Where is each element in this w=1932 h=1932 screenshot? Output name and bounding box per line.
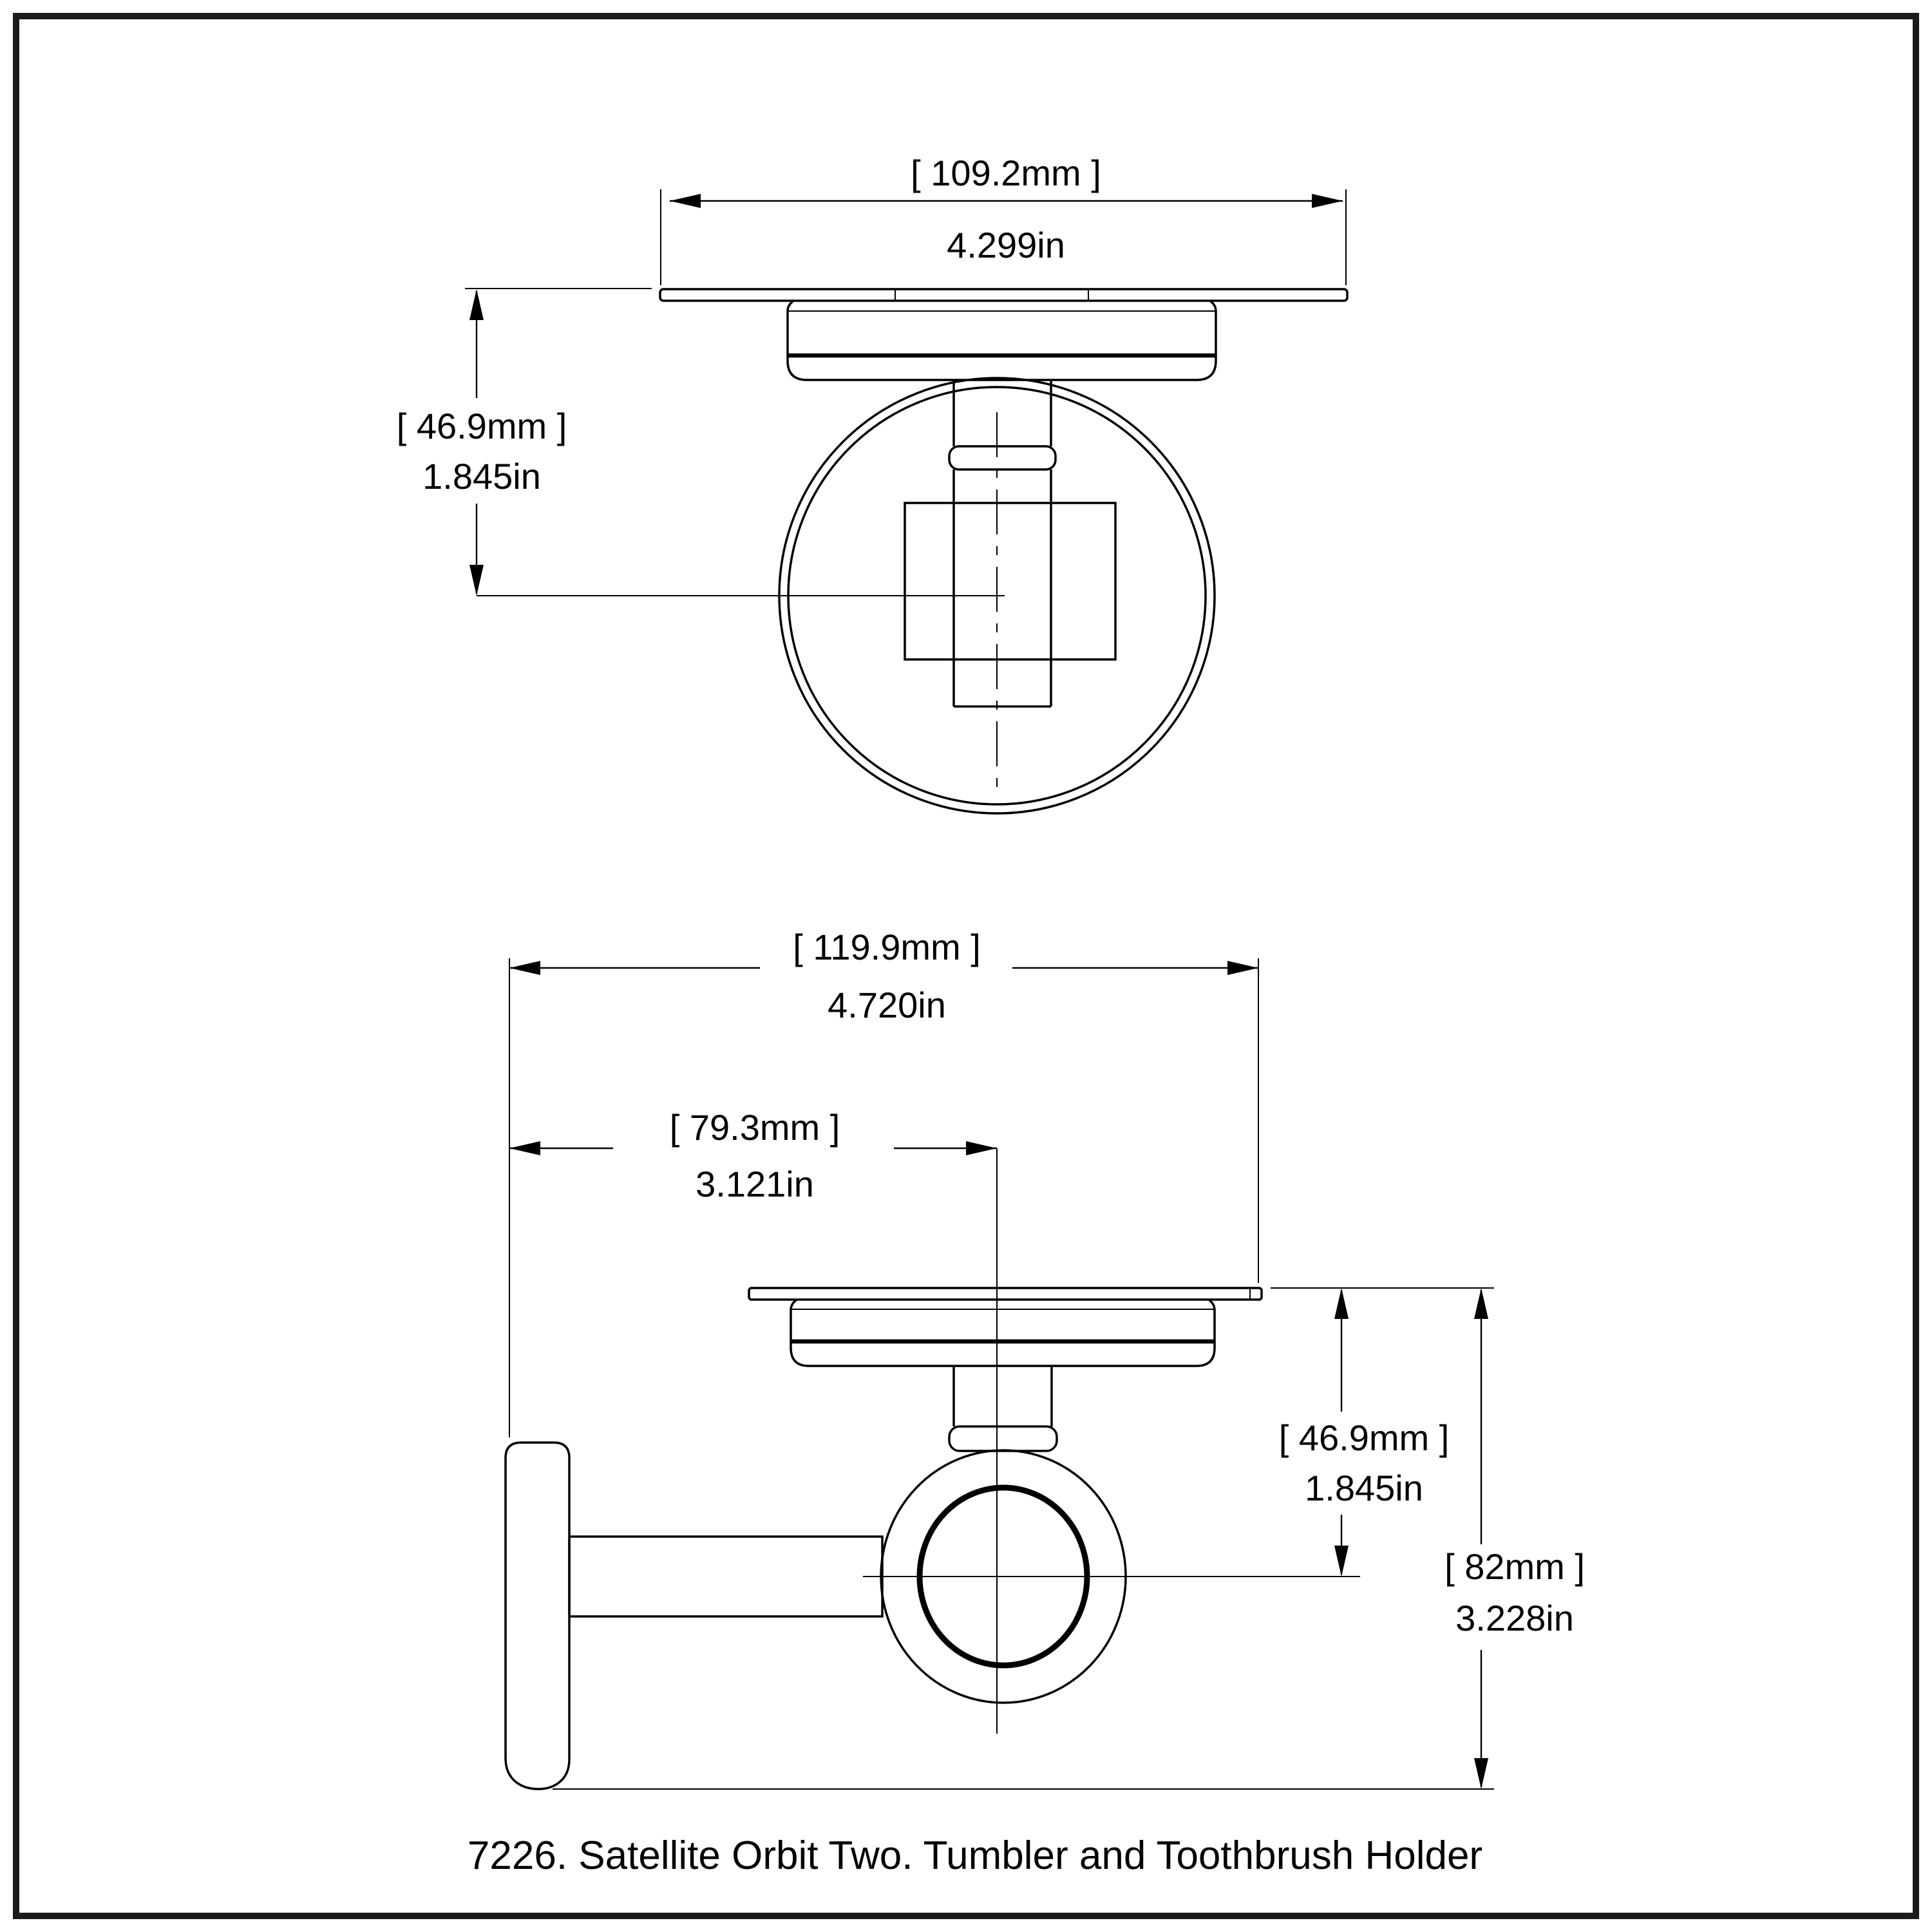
arrowhead-down-icon — [1334, 1546, 1349, 1577]
front-width-dimension: [ 109.2mm ] 4.299in — [660, 153, 1347, 285]
front-orbit-ring — [778, 377, 1216, 815]
side-wall-plate — [504, 1441, 571, 1790]
arrowhead-left-icon — [509, 1141, 540, 1155]
front-hub-block — [904, 502, 1117, 661]
side-shelf-plate — [748, 1287, 1263, 1301]
side-ring-bore — [916, 1484, 1090, 1669]
side-overall-height-mm: [ 82mm ] — [1444, 1546, 1585, 1587]
arrowhead-down-icon — [469, 565, 484, 596]
arrowhead-up-icon — [469, 289, 484, 320]
front-width-mm: [ 109.2mm ] — [911, 153, 1101, 193]
side-view: [ 119.9mm ] 4.720in [ 79.3mm ] 3.121in — [504, 927, 1585, 1790]
side-overall-height-in: 3.228in — [1455, 1598, 1574, 1638]
side-projection-dimension: [ 79.3mm ] 3.121in — [509, 1107, 997, 1204]
side-projection-mm: [ 79.3mm ] — [670, 1107, 840, 1148]
side-dish — [790, 1298, 1216, 1367]
sheet-border — [13, 13, 1919, 1919]
side-drop-mm: [ 46.9mm ] — [1279, 1417, 1450, 1458]
arrowhead-right-icon — [1312, 194, 1343, 208]
front-post — [948, 380, 1057, 708]
side-drop-dimension: [ 46.9mm ] 1.845in — [1271, 1287, 1494, 1577]
front-height-dimension: [ 46.9mm ] 1.845in — [397, 288, 1005, 596]
arrowhead-right-icon — [1227, 961, 1258, 975]
arrowhead-right-icon — [966, 1141, 997, 1155]
drawing-caption: 7226. Satellite Orbit Two. Tumbler and T… — [468, 1833, 1482, 1878]
side-overall-height-dimension: [ 82mm ] 3.228in — [553, 1288, 1585, 1790]
arrowhead-down-icon — [1474, 1758, 1488, 1789]
front-width-in: 4.299in — [947, 225, 1065, 265]
front-collar — [948, 445, 1057, 471]
arrowhead-left-icon — [509, 961, 540, 975]
side-drop-in: 1.845in — [1305, 1468, 1423, 1508]
arrowhead-up-icon — [1474, 1288, 1488, 1319]
front-height-mm: [ 46.9mm ] — [397, 406, 567, 446]
arrowhead-left-icon — [670, 194, 701, 208]
front-dish — [786, 299, 1217, 381]
side-overall-width-dimension: [ 119.9mm ] 4.720in — [509, 927, 1259, 1437]
side-orbit-ring — [880, 1449, 1127, 1704]
front-height-in: 1.845in — [422, 456, 541, 497]
side-projection-in: 3.121in — [696, 1164, 814, 1204]
arrowhead-up-icon — [1334, 1288, 1349, 1319]
side-overall-width-in: 4.720in — [828, 985, 946, 1025]
front-shelf-plate — [659, 288, 1349, 302]
side-overall-width-mm: [ 119.9mm ] — [793, 927, 981, 967]
front-view: [ 109.2mm ] 4.299in [ 46.9mm ] 1.845in — [397, 153, 1349, 815]
